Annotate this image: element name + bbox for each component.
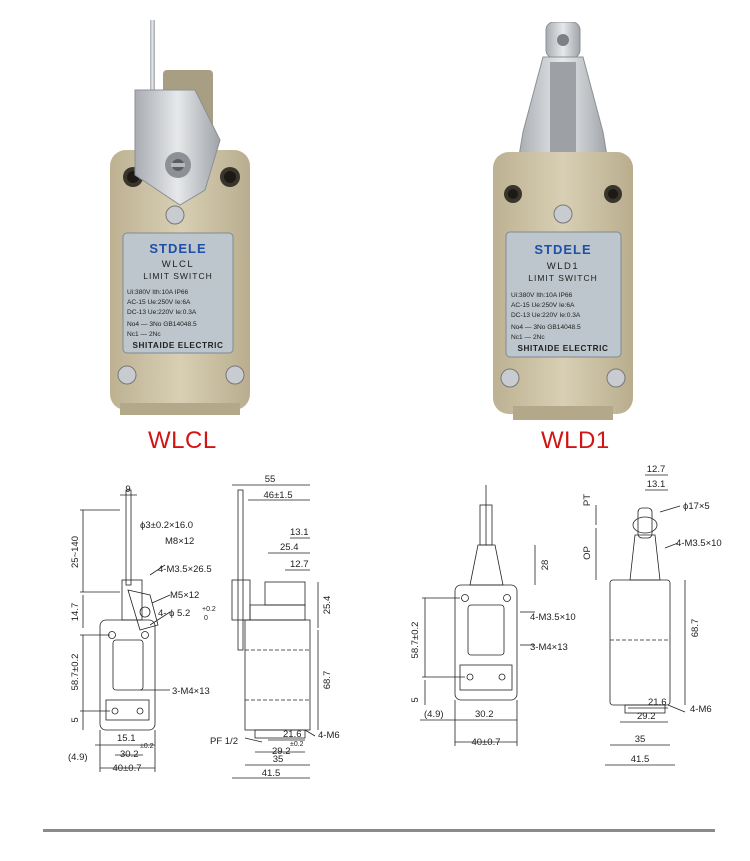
wlcl-dim-pm02b: ±0.2 [290, 741, 304, 748]
wlcl-dim-13-1: 13.1 [290, 527, 309, 538]
wld1-dim-4m6: 4-M6 [690, 704, 712, 715]
wld1-dim-pt: PT [582, 494, 593, 506]
wlcl-dim-30-2: 30.2 [120, 749, 139, 760]
wld1-plate-brand: STDELE [534, 242, 591, 257]
wlcl-dim-3m4: 3-M4×13 [172, 686, 210, 697]
wld1-plate-model: WLD1 [547, 261, 579, 272]
wlcl-dim-5: 5 [70, 717, 81, 722]
wld1-side-dims [595, 474, 686, 766]
wlcl-plate-spec1: Ui:380V Ith:10A IP66 [127, 289, 189, 296]
wlcl-dim-25-140: 25~140 [70, 536, 81, 568]
wld1-front-dims [420, 545, 536, 746]
wld1-product-label: WLD1 [541, 427, 610, 454]
wld1-dim-4m35: 4-M3.5×10 [530, 612, 576, 623]
wld1-plate-spec4: No4 — 3No GB14048.5 [511, 324, 581, 331]
wlcl-dim-68-7: 68.7 [322, 671, 333, 690]
wlcl-dim-46: 46±1.5 [264, 490, 293, 501]
wld1-side-view [609, 507, 671, 714]
wlcl-plate-spec2: AC-15 Ue:250V Ie:6A [127, 299, 191, 306]
wld1-dim-40: 40±0.7 [472, 737, 501, 748]
wlcl-plate-spec3: DC-13 Ue:220V Ie:0.3A [127, 309, 197, 316]
wld1-dim-4m35b: 4-M3.5×10 [676, 538, 722, 549]
wlcl-dim-14-7: 14.7 [70, 603, 81, 622]
wlcl-plate-spec4: No4 — 3No GB14048.5 [127, 321, 197, 328]
wlcl-plate-footer: SHITAIDE ELECTRIC [132, 341, 223, 350]
wlcl-dim-m8: M8×12 [165, 536, 194, 547]
wld1-dim-5: 5 [410, 697, 421, 702]
wld1-switch-illustration: STDELE WLD1 LIMIT SWITCH Ui:380V Ith:10A… [493, 21, 633, 420]
wld1-dim-30-2: 30.2 [475, 709, 494, 720]
wld1-dim-28: 28 [540, 560, 551, 571]
technical-drawings: 9 ϕ3±0.2×16.0 M8×12 25~140 4-M3.5×26.5 M… [68, 464, 722, 779]
wld1-dim-13-1: 13.1 [647, 479, 666, 490]
wlcl-photo: STDELE WLCL LIMIT SWITCH Ui:380V Ith:10A… [95, 15, 265, 420]
wld1-photo: STDELE WLD1 LIMIT SWITCH Ui:380V Ith:10A… [488, 21, 638, 420]
wlcl-dim-4m6: 4-M6 [318, 730, 340, 741]
bottom-divider [43, 829, 715, 832]
wlcl-side-dims [232, 484, 319, 779]
wld1-dim-12-7: 12.7 [647, 464, 666, 475]
wlcl-dim-15-1: 15.1 [117, 733, 136, 744]
wld1-dim-58-7: 58.7±0.2 [410, 622, 421, 659]
wlcl-dim-35: 35 [273, 754, 284, 765]
wlcl-dim-25-4b: 25.4 [322, 596, 333, 615]
wlcl-plate-brand: STDELE [149, 241, 206, 256]
wlcl-dim-29-2: 29.2 [272, 746, 291, 757]
wlcl-plate-spec5: Nc1 — 2Nc [127, 331, 161, 338]
wlcl-dim-4-9: (4.9) [68, 752, 88, 763]
wlcl-side-view [231, 489, 311, 739]
wlcl-dim-rod: ϕ3±0.2×16.0 [140, 520, 193, 531]
wld1-plate-type: LIMIT SWITCH [528, 273, 597, 283]
wld1-plate-spec2: AC-15 Ue:250V Ie:6A [511, 302, 575, 309]
wld1-dim-35: 35 [635, 734, 646, 745]
wlcl-dim-tol-up: +0.2 [202, 606, 216, 613]
wlcl-dim-9: 9 [125, 484, 130, 495]
wlcl-dim-m5: M5×12 [170, 590, 199, 601]
wlcl-dim-4m35: 4-M3.5×26.5 [158, 564, 212, 575]
wlcl-dim-21-6: 21.6 [283, 729, 302, 740]
wld1-plate-spec5: Nc1 — 2Nc [511, 334, 545, 341]
wld1-front-view [454, 485, 518, 701]
wlcl-product-label: WLCL [148, 427, 217, 454]
wld1-plate-spec1: Ui:380V Ith:10A IP66 [511, 292, 573, 299]
wlcl-switch-illustration: STDELE WLCL LIMIT SWITCH Ui:380V Ith:10A… [110, 20, 250, 415]
wld1-plate-spec3: DC-13 Ue:220V Ie:0.3A [511, 312, 581, 319]
wld1-dim-phi17: ϕ17×5 [683, 501, 710, 512]
wlcl-plate-model: WLCL [162, 259, 194, 270]
wlcl-plate-type: LIMIT SWITCH [143, 271, 212, 281]
wld1-dim-3m4: 3-M4×13 [530, 642, 568, 653]
wld1-dim-41-5: 41.5 [631, 754, 650, 765]
wld1-dim-op: OP [582, 546, 593, 560]
wlcl-dim-tol-low: 0 [204, 615, 208, 622]
wlcl-dim-55: 55 [265, 474, 276, 485]
wlcl-dim-pf: PF 1/2 [210, 736, 238, 747]
wlcl-dim-12-7: 12.7 [290, 559, 309, 570]
wlcl-dim-58-7: 58.7±0.2 [70, 654, 81, 691]
wlcl-front-dims [80, 494, 171, 772]
wlcl-front-view [99, 489, 159, 731]
wld1-plate-footer: SHITAIDE ELECTRIC [517, 344, 608, 353]
wlcl-dim-41-5: 41.5 [262, 768, 281, 779]
wlcl-dim-40: 40±0.7 [113, 763, 142, 774]
wld1-dim-68-7: 68.7 [690, 619, 701, 638]
wld1-dim-21-6: 21.6 [648, 697, 667, 708]
wld1-dim-29-2: 29.2 [637, 711, 656, 722]
wlcl-dim-25-4a: 25.4 [280, 542, 299, 553]
wlcl-dim-pm02: ±0.2 [140, 743, 154, 750]
wlcl-dim-phi52: 4- ϕ 5.2 [158, 608, 190, 619]
wld1-dim-4-9: (4.9) [424, 709, 444, 720]
